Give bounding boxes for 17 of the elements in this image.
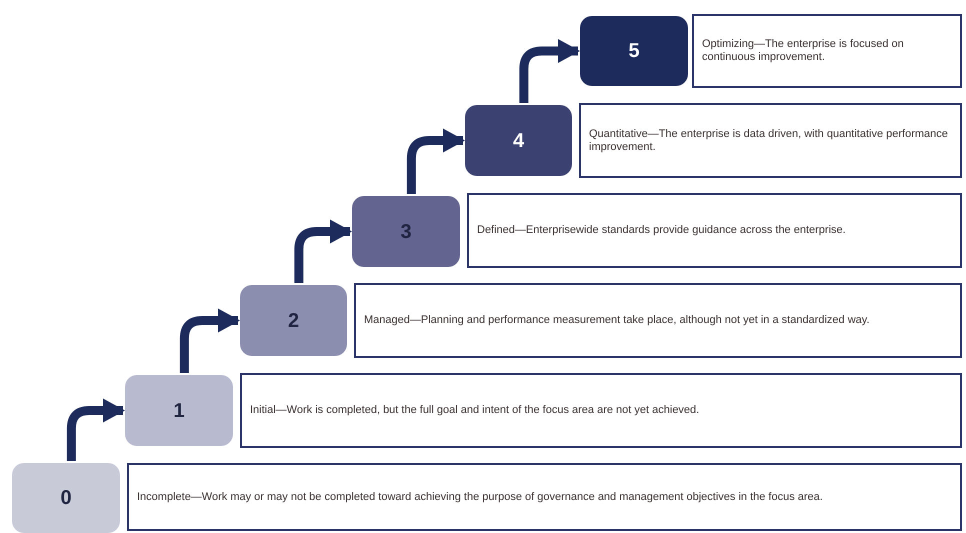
curved-arrow (294, 220, 352, 283)
level-description-box: Managed—Planning and performance measurement take place, although not yet in a standardized way. (354, 283, 962, 358)
level-description-box: Defined—Enterprisewide standards provide guidance across the enterprise. (467, 193, 962, 268)
curved-arrow (180, 308, 240, 373)
level-description-box: Optimizing—The enterprise is focused on continuous improvement. (692, 14, 962, 88)
level-number-box: 4 (465, 105, 572, 176)
level-number-box: 2 (240, 285, 347, 356)
curved-arrow (519, 39, 580, 103)
level-number-box: 0 (12, 463, 120, 533)
level-description-box: Incomplete—Work may or may not be completed toward achieving the purpose of governance and management objectives in the focus area. (127, 463, 962, 531)
curved-arrow (66, 398, 125, 461)
curved-arrow (406, 128, 465, 194)
level-number-box: 5 (580, 16, 688, 86)
level-description-box: Initial—Work is completed, but the full goal and intent of the focus area are not yet achieved. (240, 373, 962, 448)
level-number-box: 3 (352, 196, 460, 267)
level-number-box: 1 (125, 375, 233, 446)
level-description-box: Quantitative—The enterprise is data driven, with quantitative performance improvement. (579, 103, 962, 178)
